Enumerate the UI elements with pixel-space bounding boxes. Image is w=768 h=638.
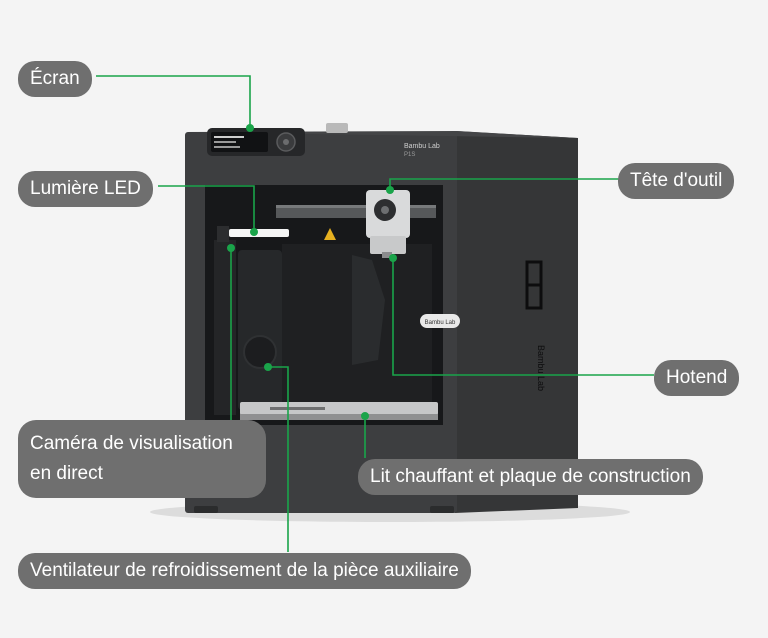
dot-toolhead (386, 186, 394, 194)
printer-side-panel (455, 131, 578, 513)
leader-led (158, 185, 255, 232)
bed-marking (270, 407, 325, 410)
callout-bed: Lit chauffant et plaque de construction (358, 459, 703, 495)
callout-fan: Ventilateur de refroidissement de la piè… (18, 553, 471, 589)
top-badge-brand: Bambu Lab (404, 143, 440, 150)
side-tag-text: Bambu Lab (425, 320, 456, 326)
dot-led (250, 228, 258, 236)
leader-dots (227, 124, 397, 420)
top-badge-model: P1S (404, 152, 415, 158)
toolhead-nozzle (382, 252, 392, 258)
foot-right (430, 506, 454, 513)
dot-bed (361, 412, 369, 420)
leader-fan (268, 366, 289, 552)
gantry-rail-top (276, 205, 436, 208)
dot-fan (264, 363, 272, 371)
warning-sticker (324, 228, 336, 240)
toolhead-fan-center (381, 206, 389, 214)
cable-chain (352, 255, 385, 365)
callout-hotend: Hotend (654, 360, 740, 396)
led-light-bar (229, 229, 289, 237)
dot-camera (227, 244, 235, 252)
callout-screen: Écran (18, 61, 92, 97)
foot-left (194, 506, 218, 513)
side-logo: Bambu Lab (525, 260, 546, 391)
led-mount (217, 226, 229, 242)
build-plate-edge (240, 414, 438, 420)
aux-fan-grille (243, 335, 277, 369)
top-knob (326, 123, 348, 133)
left-column (214, 240, 236, 415)
callout-led: Lumière LED (18, 171, 153, 207)
dot-screen (246, 124, 254, 132)
leader-screen (96, 75, 251, 128)
dot-hotend (389, 254, 397, 262)
toolhead-lower (370, 236, 406, 254)
printer: Bambu Lab Bambu Lab Bambu Lab P1S (185, 123, 578, 513)
side-tag (420, 314, 460, 328)
side-logo-text: Bambu Lab (536, 345, 546, 391)
callout-toolhead: Tête d'outil (618, 163, 735, 199)
gantry-rail (276, 208, 436, 218)
callout-camera: Caméra de visualisation en direct (18, 420, 266, 498)
leader-hotend (392, 258, 654, 376)
heated-bed (240, 402, 438, 415)
aux-fan-shroud (238, 250, 282, 410)
